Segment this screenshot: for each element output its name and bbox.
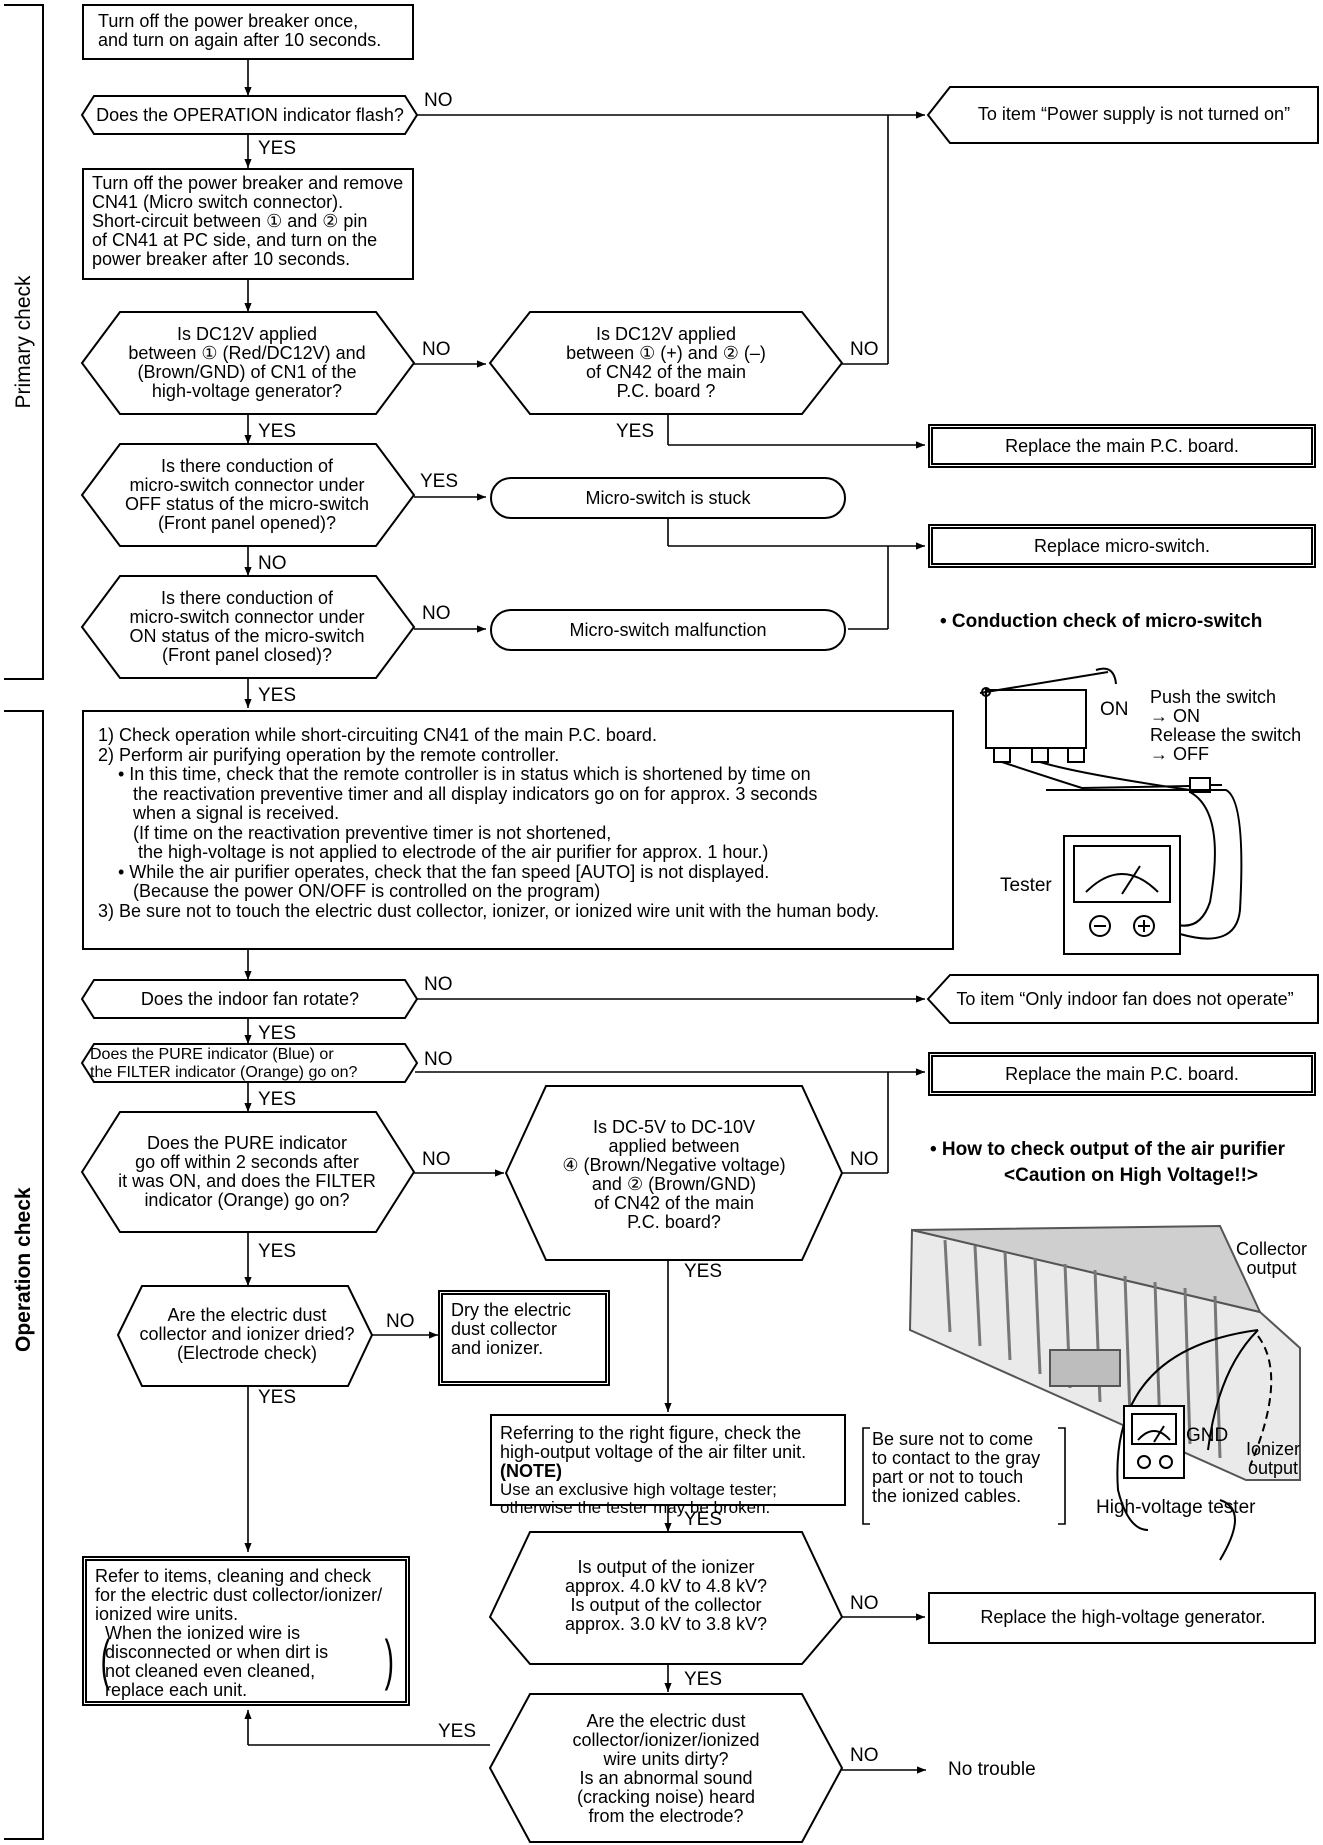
decision-q12-text: Are the electric dust collector/ionizer/…	[572, 1711, 760, 1826]
decision-q12-shape	[488, 1693, 844, 1843]
q10-no-label: NO	[386, 1311, 415, 1332]
decision-q10-text: Are the electric dust collector and ioni…	[139, 1305, 355, 1363]
collector-output-label: Collector output	[1236, 1239, 1308, 1278]
decision-q6-shape	[80, 979, 419, 1019]
decision-q6-text: Does the indoor fan rotate?	[140, 989, 360, 1009]
out-no-trouble: No trouble	[948, 1759, 1036, 1780]
decision-q11-text: Is output of the ionizer approx. 4.0 kV …	[564, 1557, 768, 1634]
q1-no-label: NO	[424, 90, 453, 111]
decision-q3-shape	[488, 311, 844, 415]
decision-q2-text: Is DC12V applied between ① (Red/DC12V) a…	[128, 324, 366, 401]
decision-q10-shape	[116, 1285, 374, 1387]
decision-q4-text: Is there conduction of micro-switch conn…	[124, 456, 370, 533]
q2-yes-label: YES	[258, 421, 297, 442]
q7-yes-label: YES	[258, 1089, 297, 1110]
result-stuck: Micro-switch is stuck	[490, 477, 846, 519]
micro-switch-drawing	[979, 667, 1243, 955]
operation-instructions: 1) Check operation while short-circuitin…	[82, 710, 954, 950]
operation-check-section	[4, 710, 44, 1840]
step-s2-box	[82, 168, 414, 280]
step-s1-box	[82, 4, 414, 60]
q1-yes-label: YES	[258, 138, 297, 159]
q11-yes-label: YES	[684, 1669, 723, 1690]
out-fan-shape	[926, 974, 1319, 1024]
primary-check-section	[4, 4, 44, 680]
purifier-title-2: <Caution on High Voltage!!>	[1004, 1165, 1259, 1186]
caution-text: Be sure not to come to contact to the gr…	[872, 1429, 1041, 1506]
q10-yes-label: YES	[258, 1387, 297, 1408]
step-check-box	[490, 1414, 846, 1506]
out-power-text: To item “Power supply is not turned on”	[977, 104, 1291, 124]
out-replace-hv	[928, 1592, 1316, 1644]
purifier-title-1: • How to check output of the air purifie…	[930, 1139, 1285, 1160]
micro-push-text: Push the switch → ON Release the switch …	[1150, 687, 1302, 764]
result-malfunction: Micro-switch malfunction	[490, 609, 846, 651]
decision-q5-text: Is there conduction of micro-switch conn…	[129, 588, 365, 665]
out-replace-micro-text: Replace micro-switch.	[1033, 536, 1211, 556]
decision-q7-text: Does the PURE indicator (Blue) or the FI…	[90, 1046, 358, 1081]
q8-no-label: NO	[422, 1149, 451, 1170]
decision-q1-text: Does the OPERATION indicator flash?	[96, 105, 404, 125]
out-replace-micro: Replace micro-switch.	[928, 524, 1316, 568]
decision-q11-shape	[488, 1531, 844, 1665]
step-check-text: Referring to the right figure, check the…	[500, 1423, 807, 1462]
q3-no-label: NO	[850, 339, 879, 360]
out-power-shape	[926, 86, 1319, 144]
out-replace-main-1: Replace the main P.C. board.	[928, 424, 1316, 468]
q12-no-label: NO	[850, 1745, 879, 1766]
q12-yes-label: YES	[438, 1721, 477, 1742]
q6-yes-label: YES	[258, 1023, 297, 1044]
q4-yes-label: YES	[420, 471, 459, 492]
refer-bracket-left: (	[100, 1628, 110, 1691]
q5-yes-label: YES	[258, 685, 297, 706]
step-s2-text: Turn off the power breaker and remove CN…	[92, 173, 404, 269]
decision-q5-shape	[80, 575, 416, 679]
q2-no-label: NO	[422, 339, 451, 360]
decision-q3-text: Is DC12V applied between ① (+) and ② (–)…	[566, 324, 766, 401]
decision-q9-shape	[504, 1085, 844, 1261]
result-refer: Refer to items, cleaning and check for t…	[82, 1556, 410, 1706]
ionizer-output-label: Ionizer output	[1246, 1439, 1301, 1478]
step-note-title: (NOTE)	[500, 1461, 562, 1481]
decision-q8-shape	[80, 1111, 416, 1233]
result-malfunction-text: Micro-switch malfunction	[569, 620, 767, 640]
check-yes-label: YES	[684, 1509, 723, 1530]
micro-on-label: ON	[1100, 699, 1129, 720]
out-replace-main-2-text: Replace the main P.C. board.	[1005, 1064, 1239, 1084]
micro-title: • Conduction check of micro-switch	[940, 611, 1263, 632]
refer-bracket-right: )	[384, 1628, 394, 1691]
micro-tester-label: Tester	[1000, 875, 1052, 896]
result-stuck-text: Micro-switch is stuck	[585, 488, 751, 508]
operation-check-label: Operation check	[12, 1187, 35, 1352]
out-replace-hv-text: Replace the high-voltage generator.	[980, 1607, 1266, 1627]
decision-q8-text: Does the PURE indicator go off within 2 …	[118, 1133, 376, 1210]
decision-q1-shape	[80, 95, 419, 135]
air-purifier-drawing	[908, 1224, 1301, 1481]
result-dry: Dry the electric dust collector and ioni…	[438, 1290, 610, 1386]
decision-q4-shape	[80, 443, 416, 547]
q4-no-label: NO	[258, 553, 287, 574]
primary-check-label: Primary check	[12, 275, 35, 409]
decision-q7-shape	[80, 1043, 419, 1083]
out-replace-main-1-text: Replace the main P.C. board.	[1005, 436, 1239, 456]
q9-no-label: NO	[850, 1149, 879, 1170]
q5-no-label: NO	[422, 603, 451, 624]
q9-yes-label: YES	[684, 1261, 723, 1282]
step-note-text: Use an exclusive high voltage tester; ot…	[500, 1480, 777, 1517]
q3-yes-label: YES	[616, 421, 655, 442]
decision-q2-shape	[80, 311, 416, 415]
gnd-label: GND	[1186, 1425, 1229, 1446]
q8-yes-label: YES	[258, 1241, 297, 1262]
step-s1-text: Turn off the power breaker once, and tur…	[98, 11, 382, 50]
q11-no-label: NO	[850, 1593, 879, 1614]
decision-q9-text: Is DC-5V to DC-10V applied between ④ (Br…	[562, 1117, 786, 1232]
out-fan-text: To item “Only indoor fan does not operat…	[956, 989, 1294, 1009]
hv-tester-label: High-voltage tester	[1096, 1497, 1256, 1518]
q7-no-label: NO	[424, 1049, 453, 1070]
q6-no-label: NO	[424, 974, 453, 995]
out-replace-main-2: Replace the main P.C. board.	[928, 1052, 1316, 1096]
